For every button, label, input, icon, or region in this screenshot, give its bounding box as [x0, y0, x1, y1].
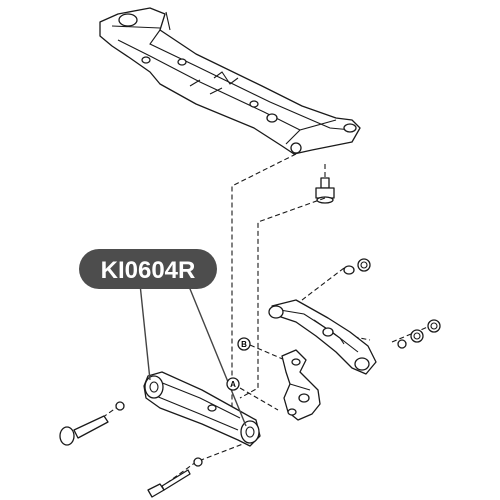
rear-crossmember — [99, 7, 361, 155]
callout-a-text: A — [230, 380, 236, 389]
crossmember-bolt — [315, 177, 335, 204]
part-number-text: KI0604R — [101, 257, 196, 284]
callout-b: B — [237, 337, 251, 351]
part-number-label: KI0604R — [79, 249, 217, 289]
knuckle-bracket — [281, 349, 321, 421]
lower-control-arm — [143, 371, 261, 447]
label-leader-lines — [139, 283, 247, 427]
lower-arm-bolts — [59, 401, 203, 498]
callout-a: A — [226, 377, 240, 391]
callout-b-text: B — [241, 340, 247, 349]
upper-fasteners — [322, 258, 441, 349]
upper-control-link — [268, 299, 377, 375]
assembly-guide-lines — [95, 153, 431, 489]
